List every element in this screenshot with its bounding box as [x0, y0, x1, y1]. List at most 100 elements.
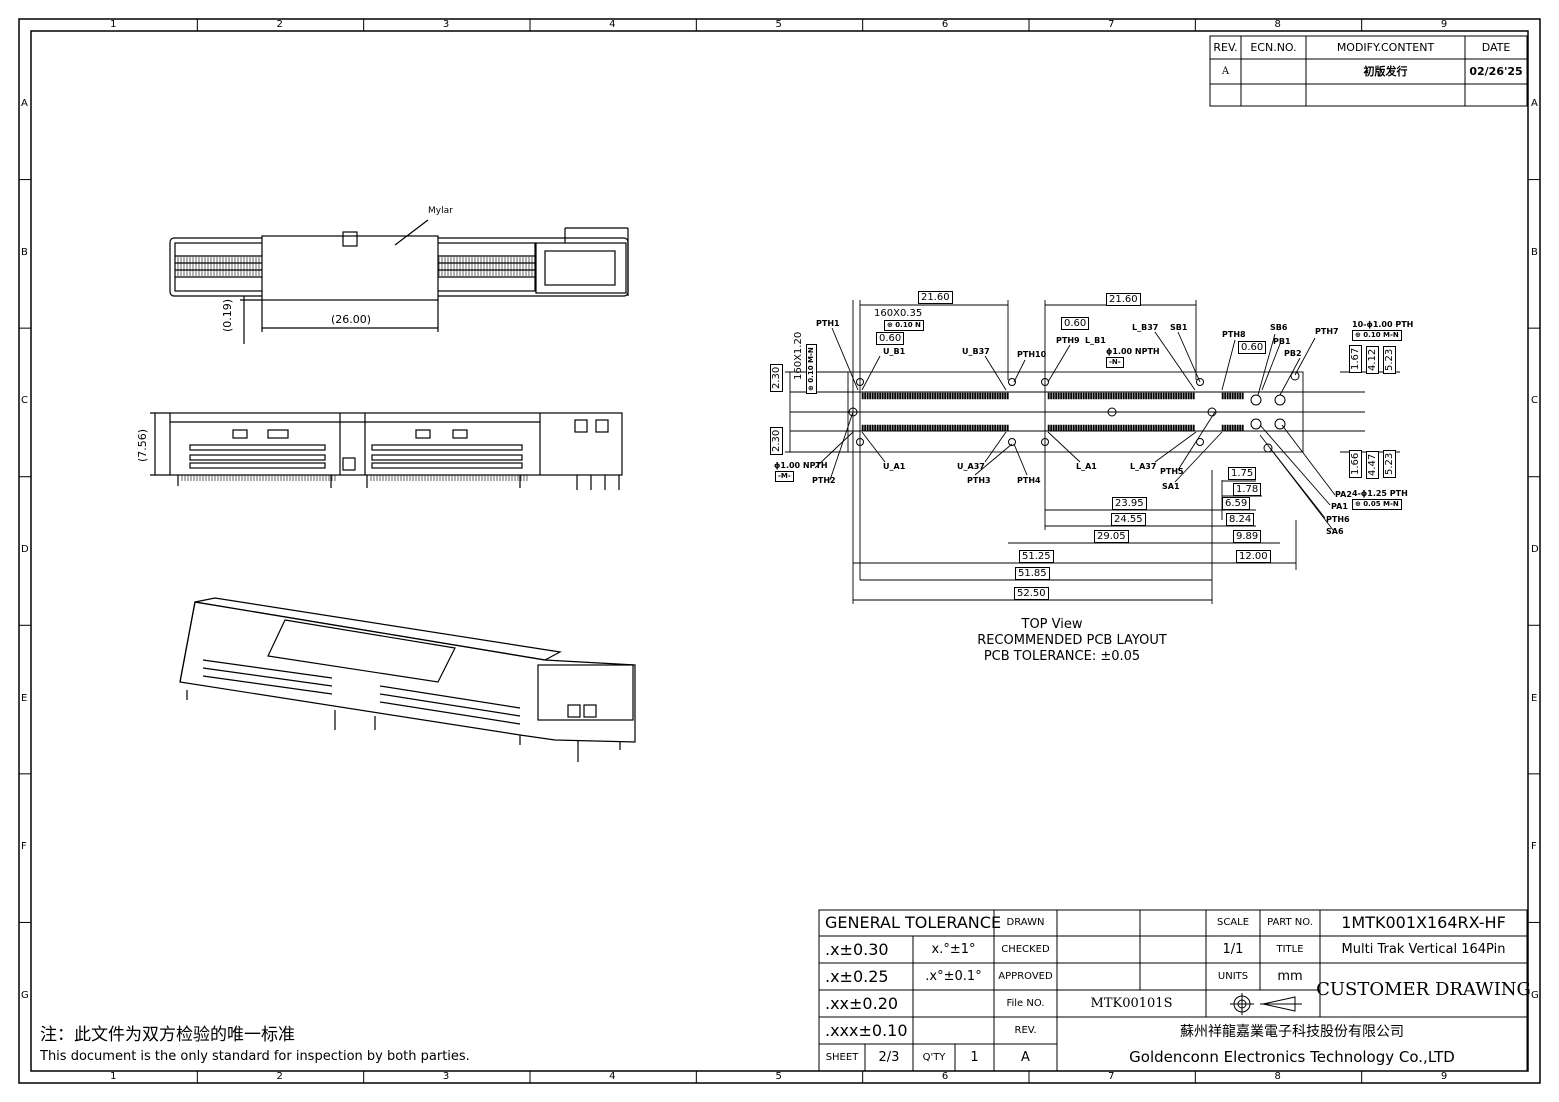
pcb-pad: [1077, 424, 1080, 432]
zone-number-top: 4: [609, 19, 616, 30]
zone-number-bottom: 8: [1274, 1071, 1281, 1082]
label-pa1: PA1: [1331, 502, 1348, 511]
pcb-pad: [1192, 424, 1195, 432]
file-no-value: MTK00101S: [1090, 996, 1173, 1011]
label-holes-bot: 4-ϕ1.25 PTH: [1352, 489, 1408, 498]
tolerance-xxx: .xxx±0.10: [825, 1020, 908, 1040]
pcb-pad: [1234, 392, 1237, 400]
pcb-pad: [1185, 392, 1188, 400]
pcb-pad: [929, 392, 932, 400]
pcb-pad: [946, 424, 949, 432]
label-sa1: SA1: [1162, 482, 1180, 491]
dim-0-60-a: 0.60: [876, 332, 905, 345]
pcb-pad: [974, 424, 977, 432]
pcb-pad: [934, 424, 937, 432]
pcb-pad: [1226, 392, 1229, 400]
pcb-pad: [931, 392, 934, 400]
pcb-pad: [871, 392, 874, 400]
dim-52-50: 52.50: [1014, 587, 1049, 600]
zone-number-bottom: 5: [775, 1071, 782, 1082]
pcb-pad: [1170, 424, 1173, 432]
pcb-pad: [1167, 392, 1170, 400]
pcb-pad: [1145, 392, 1148, 400]
rev-label: REV.: [1014, 1024, 1037, 1036]
pcb-pad: [1152, 424, 1155, 432]
pcb-pad: [956, 392, 959, 400]
units-label: UNITS: [1217, 970, 1249, 982]
rev-value-block: A: [1021, 1050, 1030, 1065]
pcb-pad: [994, 392, 997, 400]
pcb-pad: [929, 424, 932, 432]
pcb-pad: [884, 424, 887, 432]
zone-number-top: 7: [1108, 19, 1115, 30]
label-pb2: PB2: [1284, 349, 1302, 358]
zone-letter-left: F: [21, 841, 27, 853]
label-pth2: PTH2: [812, 476, 836, 485]
label-pth8: PTH8: [1222, 330, 1246, 339]
pcb-pad: [1130, 392, 1133, 400]
modify-content-header: MODIFY.CONTENT: [1336, 41, 1435, 54]
pcb-pad: [949, 392, 952, 400]
zone-ticks: [19, 19, 1540, 1083]
pcb-pad: [1229, 424, 1232, 432]
pcb-pad: [1085, 392, 1088, 400]
pcb-pad: [1160, 424, 1163, 432]
pcb-pad: [886, 424, 889, 432]
pcb-pad: [894, 392, 897, 400]
label-sb6: SB6: [1270, 323, 1288, 332]
pcb-pad: [1097, 392, 1100, 400]
sheet-label: SHEET: [825, 1051, 859, 1063]
dim-51-85: 51.85: [1015, 567, 1050, 580]
zone-number-bottom: 9: [1440, 1071, 1448, 1082]
sheet-value: 2/3: [878, 1050, 900, 1065]
angle-tolerance-1: x.°±1°: [931, 942, 976, 957]
label-l-b1: L_B1: [1085, 336, 1106, 345]
label-u-a1: U_A1: [883, 462, 906, 471]
pcb-pad: [1241, 424, 1244, 432]
pcb-pad: [949, 424, 952, 432]
pcb-pad: [1072, 424, 1075, 432]
pcb-pad: [991, 392, 994, 400]
pcb-pad: [1142, 392, 1145, 400]
pcb-pad: [1135, 392, 1138, 400]
dim-1-75: 1.75: [1228, 467, 1257, 480]
pcb-pad: [1155, 424, 1158, 432]
label-pads-tol: ⊕ 0.10 N: [884, 320, 924, 331]
pcb-pad: [1065, 392, 1068, 400]
pcb-pad: [1155, 392, 1158, 400]
pcb-pad: [976, 392, 979, 400]
pcb-pad: [1115, 392, 1118, 400]
pcb-pad: [1120, 424, 1123, 432]
pcb-pad: [886, 392, 889, 400]
pcb-pad: [1050, 392, 1053, 400]
pcb-pad: [999, 424, 1002, 432]
pcb-pad: [1057, 392, 1060, 400]
pcb-pad: [1224, 392, 1227, 400]
pcb-pad: [971, 392, 974, 400]
pcb-pad: [1132, 424, 1135, 432]
label-pads: 160X0.35: [874, 308, 923, 319]
pcb-pad: [1050, 424, 1053, 432]
pcb-pad: [866, 424, 869, 432]
dim-4-12: 4.12: [1366, 345, 1379, 374]
pcb-pad: [876, 424, 879, 432]
pcb-pad: [1172, 392, 1175, 400]
pcb-pad: [1100, 392, 1103, 400]
dim-2-30-a: 2.30: [770, 363, 783, 392]
pcb-pad: [996, 392, 999, 400]
pcb-pad: [1090, 392, 1093, 400]
tolerance-x: .x±0.30: [825, 939, 889, 959]
pcb-pad: [911, 392, 914, 400]
pcb-pad: [1105, 392, 1108, 400]
pcb-pad: [1062, 392, 1065, 400]
zone-letter-right: E: [1531, 692, 1538, 704]
pcb-pad: [914, 392, 917, 400]
pcb-pad: [919, 392, 922, 400]
pcb-pad: [994, 424, 997, 432]
pcb-pad: [1117, 424, 1120, 432]
pcb-pad: [1122, 392, 1125, 400]
note-en: This document is the only standard for i…: [40, 1049, 470, 1064]
part-no-value: 1MTK001X164RX-HF: [1341, 913, 1506, 932]
pcb-pad: [1110, 392, 1113, 400]
